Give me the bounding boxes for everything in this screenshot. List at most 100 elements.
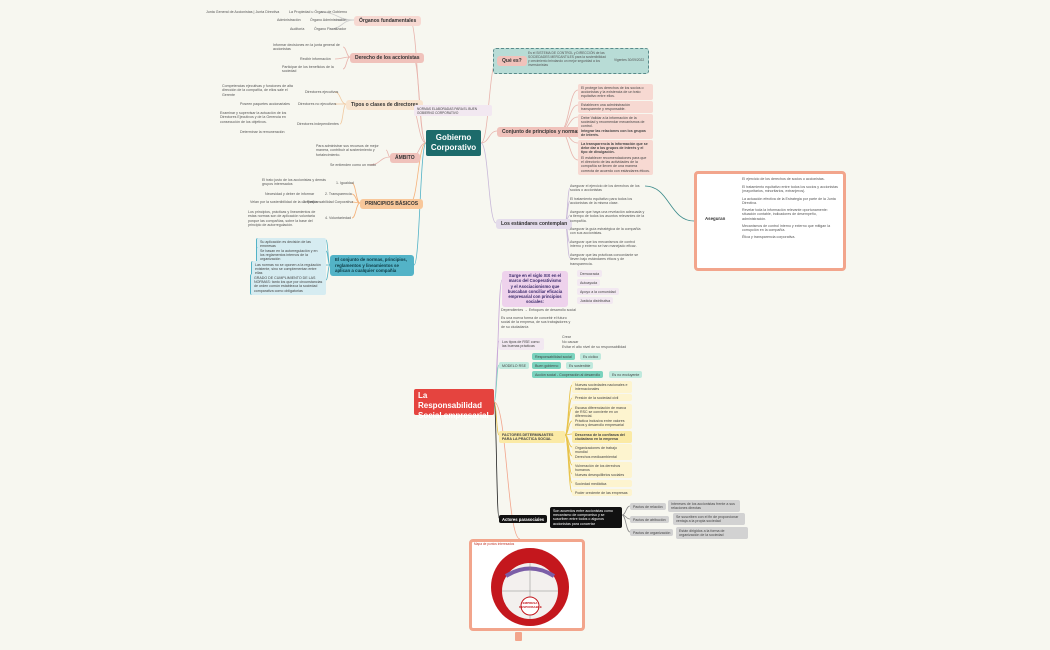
quees-date: Vigentes 30/09/2022: [614, 58, 645, 62]
rse-pacto-3-desc: Están dirigidos a la forma de organizaci…: [676, 527, 748, 539]
node-rse-surge[interactable]: Surge en el siglo XIX en el marco del Co…: [502, 271, 568, 307]
node-ambito[interactable]: ÁMBITO: [390, 153, 420, 164]
rse-modelo-item-1: Responsabilidad social: [532, 353, 575, 361]
aseguran-item-1: El ejercicio de los derechos de socios o…: [742, 177, 825, 181]
connector-line: [329, 19, 355, 30]
rse-modelo-value-3: Es no excluyente: [609, 371, 643, 379]
node-aseguran[interactable]: Aseguran: [700, 214, 731, 224]
connector-line: [564, 434, 573, 493]
rse-modelo-item-2: Buen gobierno: [532, 362, 562, 370]
organos-row-3-left: Auditoría: [290, 27, 305, 31]
connector-line: [369, 156, 391, 166]
rse-factor-9: Nuevas desequilibrios sociales: [572, 471, 632, 479]
connector-line: [559, 89, 579, 132]
rse-factor-11: Poder creciente de las empresas: [572, 489, 632, 497]
root-node-gobierno-corporativo[interactable]: Gobierno Corporativo: [426, 130, 481, 156]
node-conjunto-principios[interactable]: Conjunto de principios y normas: [497, 127, 586, 138]
rse-factor-1: Nuevas sociedades nacionales e internaci…: [572, 381, 632, 393]
rse-factor-2: Presión de la sociedad civil: [572, 394, 632, 402]
node-principios-basicos[interactable]: PRINCIPIOS BÁSICOS: [360, 199, 424, 210]
rse-tipos-item-3: Evitar el alto nivel de su responsabilid…: [562, 345, 627, 349]
rse-factor-10: Sociedad mediática: [572, 480, 632, 488]
organos-row-2-right: Órgano Administración: [310, 18, 347, 22]
connector-line: [621, 505, 631, 516]
tipos-desc-1: Competencias ejecutivas y funciones de a…: [222, 84, 293, 97]
aseguran-item-4: Revelar toda la información relevante op…: [742, 208, 828, 221]
principios-desc-1: El trato justo de los accionistas y demá…: [262, 178, 326, 187]
principios-desc-2: Necesidad y deber de informar: [265, 192, 315, 196]
rse-factor-7: Derechos medioambiental: [572, 453, 632, 461]
rse-tipos-item-1: Crear: [562, 335, 571, 339]
principios-desc-4: Los principios, prácticas y lineamientos…: [248, 210, 316, 228]
estandares-item-3: Asegurar que haya una revelación adecuad…: [570, 210, 645, 223]
rse-modelo-value-2: Es sostenible: [566, 362, 594, 370]
node-tipos-directores[interactable]: Tipos o clases de directores: [346, 100, 424, 111]
estandares-item-4: Asegurar la guía estratégica de la compa…: [570, 227, 641, 236]
tipos-desc-2: Poseen paquetes accionariales: [240, 102, 290, 106]
rse-parasociales-label[interactable]: Actores parasociales: [499, 515, 548, 524]
derecho-item-3: Participar de los beneficios de la socie…: [282, 65, 334, 74]
rse-factores-label[interactable]: FACTORES DETERMINANTES PARA LA PRACTICA …: [499, 431, 565, 443]
principios-label-1: 1. Igualdad: [336, 181, 354, 185]
principios-label-3: 3. Responsabilidad Corporativa: [303, 200, 354, 204]
connector-line: [493, 401, 500, 519]
organos-row-2-left: Administración: [277, 18, 301, 22]
tipos-desc-4: Determinar la remuneración: [240, 130, 285, 134]
aseguran-item-5: Mecanismos de control interno y externo …: [742, 224, 831, 233]
derecho-item-1: Informar decisiones en la junta general …: [273, 43, 340, 52]
connector-line: [480, 142, 497, 224]
image-handle[interactable]: [515, 632, 522, 641]
connector-line: [644, 185, 695, 222]
rse-pacto-2: Pactos de atribución: [630, 516, 669, 524]
estandares-item-6: Asegurar que las prácticas concordante s…: [570, 253, 639, 266]
organos-row-1-right: La Propiedad u Órgano de Gobierno: [289, 10, 348, 14]
conjprin-item-3: Debe Validar a la información de la soci…: [578, 114, 653, 131]
rse-surge-item-2: Autoayuda: [577, 279, 601, 287]
derecho-item-2: Recibir información: [300, 57, 331, 61]
principios-label-4: 4. Voluntariedad: [325, 216, 351, 220]
connector-line: [621, 514, 631, 533]
conjprin-item-1: El protege los derechos de los socios o …: [578, 84, 653, 101]
stakeholder-diagram-icon: [491, 548, 569, 626]
rse-tipos-item-2: No causar: [562, 340, 579, 344]
ambito-item-2: Se entienden como un modo: [330, 163, 376, 167]
root-node-rse[interactable]: La Responsabilidad Social empresarial: [414, 389, 494, 420]
conjprin-item-6: El establecer recomendaciones para que e…: [578, 154, 653, 175]
tipos-label-1: Directores ejecutivos: [305, 90, 339, 94]
rse-parasociales-text: Son acuerdos entre accionistas como meca…: [550, 507, 622, 528]
rse-pacto-1: Pactos de relación: [630, 503, 666, 511]
node-estandares[interactable]: Los estándares contemplan: [496, 219, 573, 230]
principios-desc-3: Velan por la sostenibilidad de la compañ…: [250, 200, 318, 204]
normas-label: NORMAS ELABORADAS PARA EL BUEN GOBIERNO …: [414, 105, 492, 116]
connector-line: [493, 401, 521, 540]
rse-factor-5: Descenso de la confianza del ciudadano e…: [572, 431, 632, 443]
aseguran-item-6: Ética y transparencia corporativa.: [742, 235, 796, 239]
connector-line: [342, 46, 351, 58]
node-que-es[interactable]: Qué es?: [497, 56, 527, 67]
estandares-item-5: Asegurar que los mecanismos de control i…: [570, 240, 637, 249]
node-derecho-accionistas[interactable]: Derecho de los accionistas: [350, 53, 425, 64]
connector-line: [351, 182, 361, 204]
connector-line: [493, 401, 500, 436]
rse-modelo-value-1: Es cíclico: [580, 353, 602, 361]
rse-factor-4: Práctica inclusiva entre valores éticos …: [572, 417, 632, 429]
rse-pacto-1-desc: Intereses de los accionistas frente a su…: [668, 500, 740, 512]
principios-label-2: 2. Transparencia: [325, 192, 352, 196]
ambito-item-1: Para administrar sus recursos de mejor m…: [316, 144, 379, 157]
node-conjunto-normas[interactable]: El conjunto de normas, principios, regla…: [330, 255, 414, 276]
conjunto-item-4: GRADO DE CUMPLIMIENTO DE LAS NORMAS: tan…: [250, 274, 326, 295]
conjunto-item-1: Su aplicación es decisión de las empresa…: [256, 238, 326, 250]
organos-row-3-right: Órgano Fiscalizador: [314, 27, 347, 31]
connector-line: [325, 264, 331, 281]
rse-modelo-label[interactable]: MODELO RSE: [499, 362, 529, 370]
tipos-desc-3: Examinar y supervisar la actuación de lo…: [220, 111, 287, 124]
estandares-item-1: Asegurar el ejercicio de los derechos de…: [570, 184, 640, 193]
rse-surge-item-1: Democracia: [577, 270, 603, 278]
aseguran-item-3: La actuación efectiva de la Estrategia p…: [742, 197, 836, 206]
node-organos-fundamentales[interactable]: Órganos fundamentales: [354, 16, 422, 27]
rse-surge-item-3: Apoyo a la comunidad: [577, 288, 619, 296]
rse-modelo-item-3: Acción social - Cooperación al desarroll…: [532, 371, 604, 379]
conjprin-item-2: Establecen una administración transparen…: [578, 101, 653, 113]
connector-line: [493, 340, 500, 403]
quees-text: Es el SISTEMA DE CONTROL y DIRECCIÓN de …: [528, 51, 606, 68]
